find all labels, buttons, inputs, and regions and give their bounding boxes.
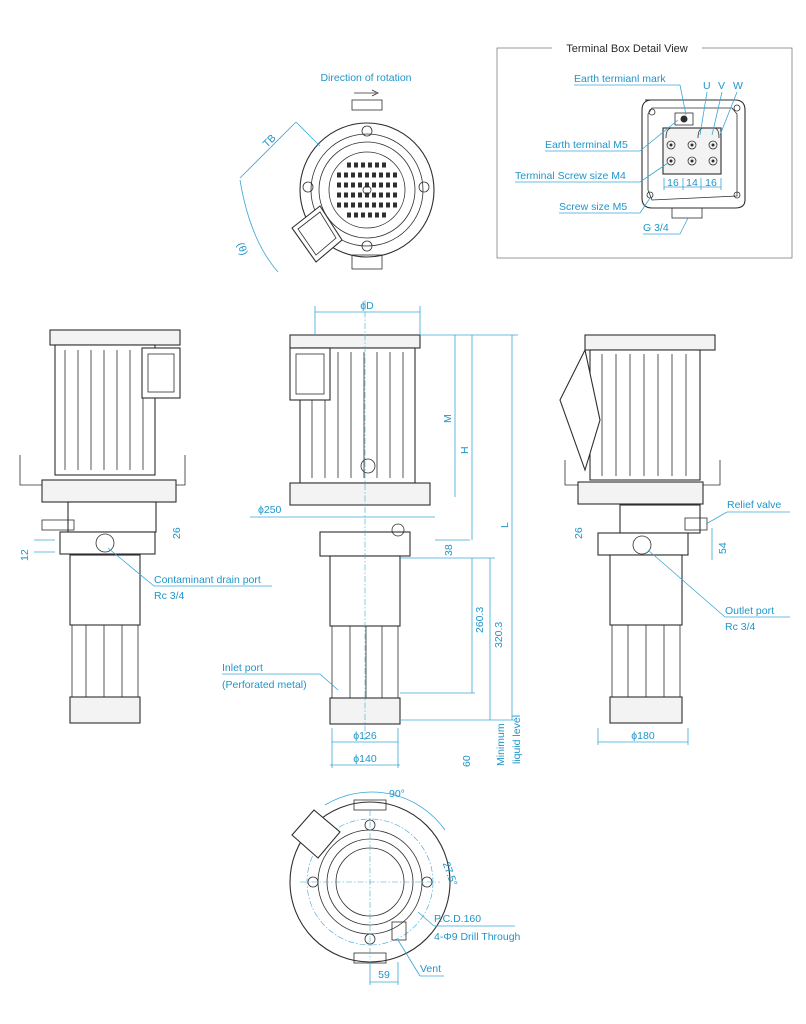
mounting-flange: [41, 479, 177, 503]
label-g34: G 3/4: [643, 222, 669, 234]
terminal-box-top: [291, 205, 343, 263]
label-drain-rc: Rc 3/4: [154, 590, 185, 602]
left-side-view: 12 26 Contaminant drain port Rc 3/4: [19, 329, 272, 724]
label-screw-size: Screw size M5: [559, 201, 627, 213]
label-drain-port: Contaminant drain port: [154, 574, 261, 586]
label-outlet-port: Outlet port: [725, 605, 774, 617]
top-view: Direction of rotation TB (θ): [234, 72, 435, 273]
terminal-box-detail: Terminal Box Detail View 16: [496, 41, 793, 259]
terminal-block: [662, 127, 722, 175]
dim-16-b: 16: [705, 177, 717, 189]
label-earth-terminal: Earth terminal M5: [545, 139, 628, 151]
terminal-screws: [666, 140, 718, 166]
label-earth-mark: Earth termianl mark: [574, 73, 666, 85]
dim-phi126: ϕ126: [353, 730, 377, 742]
dim-60: 60: [461, 755, 473, 767]
bolt-icon: [302, 181, 314, 193]
terminal-pitch-dims: 16 14 16: [663, 177, 722, 190]
label-outlet-rc: Rc 3/4: [725, 621, 756, 633]
detail-title: Terminal Box Detail View: [566, 43, 688, 55]
label-terminal-screw: Terminal Screw size M4: [515, 170, 626, 182]
dim-tb: TB: [261, 132, 279, 150]
fan-grille-holes: [328, 151, 406, 229]
label-v: V: [718, 80, 725, 92]
label-u: U: [703, 80, 711, 92]
dim-26-left: 26: [171, 527, 183, 539]
label-inlet-port: Inlet port: [222, 662, 263, 674]
outlet-port: [632, 535, 652, 555]
right-side-view: 26 54 Relief valve Outlet port Rc 3/4 ϕ1…: [559, 334, 790, 745]
label-minimum: Minimum: [495, 723, 507, 766]
dim-54: 54: [717, 542, 729, 554]
dim-theta: (θ): [234, 241, 250, 257]
bolt-icon: [418, 181, 430, 193]
screw-icon: [733, 191, 741, 199]
motor-body: [54, 344, 156, 476]
dim-m: M: [442, 414, 454, 423]
screw-icon: [733, 104, 741, 112]
mounting-flange-front: [289, 482, 431, 506]
dim-l: L: [499, 522, 511, 528]
dim-phi250: ϕ250: [258, 504, 282, 516]
dim-14: 14: [686, 177, 698, 189]
bolt-icon: [361, 125, 373, 137]
dim-38: 38: [443, 544, 455, 556]
earth-terminal: [674, 112, 694, 126]
dim-26-right: 26: [573, 527, 585, 539]
dim-320-3: 320.3: [493, 622, 505, 648]
dim-phi180: ϕ180: [631, 730, 655, 742]
screw-icon: [648, 108, 656, 116]
label-pcd: P.C.D.160: [434, 913, 481, 925]
gland-fitting: [671, 207, 703, 219]
front-view: ϕD ϕ250 M H L 38 260.3 320.3 Inlet port …: [222, 300, 523, 768]
drain-port: [95, 533, 115, 553]
motor-body-right: [589, 349, 701, 481]
label-w: W: [733, 80, 743, 92]
dim-16-a: 16: [667, 177, 679, 189]
label-liquid-level: liquid level: [511, 715, 523, 764]
dim-90-deg: 90°: [389, 788, 405, 800]
label-perforated-metal: (Perforated metal): [222, 679, 307, 691]
dim-59: 59: [378, 969, 390, 981]
bottom-view: 90° 27.5° P.C.D.160 4-Φ9 Drill Through V…: [289, 788, 521, 985]
label-drill: 4-Φ9 Drill Through: [434, 931, 521, 943]
bolt-icon: [361, 240, 373, 252]
mounting-flange-right: [577, 481, 704, 505]
dim-12: 12: [19, 549, 31, 561]
dim-h: H: [459, 446, 471, 454]
dim-phi-d: ϕD: [360, 300, 374, 312]
label-vent: Vent: [420, 963, 441, 975]
dim-260-3: 260.3: [474, 607, 486, 633]
label-relief-valve: Relief valve: [727, 499, 781, 511]
dim-phi140: ϕ140: [353, 753, 377, 765]
label-direction-of-rotation: Direction of rotation: [320, 72, 411, 84]
